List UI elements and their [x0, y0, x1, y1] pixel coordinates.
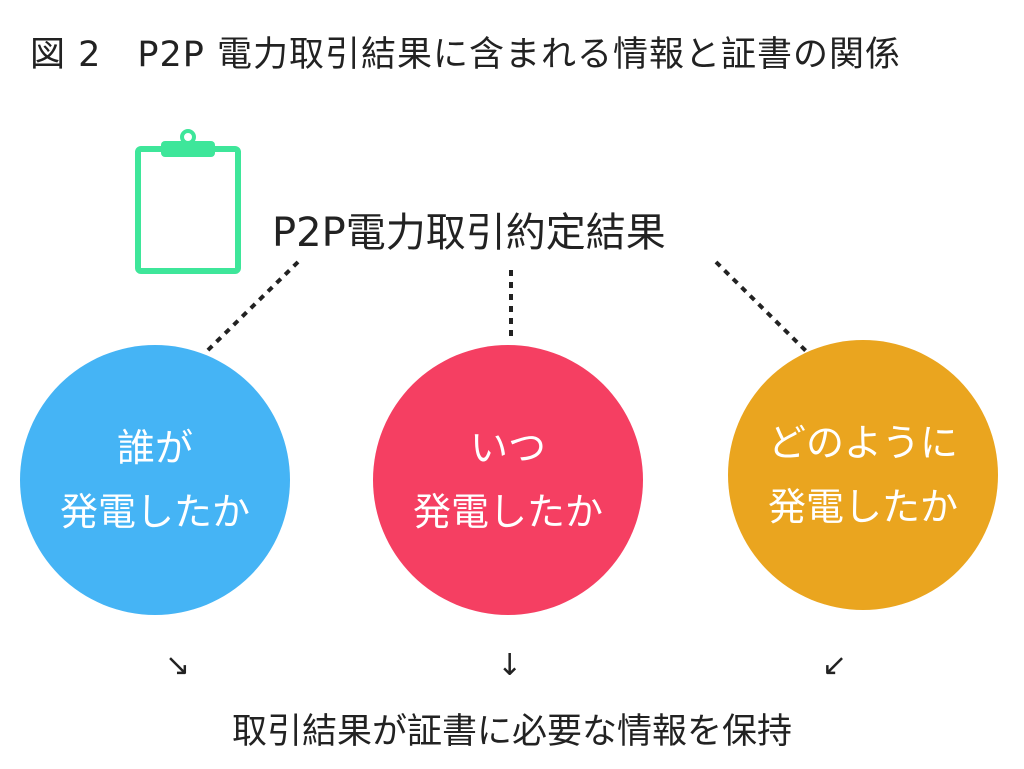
arrow-down-icon: ↓ — [497, 648, 523, 683]
circle-how-line2: 発電したか — [767, 485, 958, 529]
connector-right — [714, 260, 810, 355]
circle-how: どのように 発電したか — [728, 340, 998, 610]
circle-when-line1: いつ — [469, 426, 546, 470]
result-heading: P2P電力取引約定結果 — [272, 210, 666, 256]
circle-how-line1: どのように — [767, 421, 958, 465]
arrow-down-right-icon: ↘ — [165, 648, 191, 683]
circle-who-line2: 発電したか — [59, 490, 250, 534]
footer-caption: 取引結果が証書に必要な情報を保持 — [231, 712, 792, 752]
arrow-down-left-icon: ↙ — [822, 648, 848, 683]
circle-when: いつ 発電したか — [373, 345, 643, 615]
circle-who-line1: 誰が — [116, 426, 193, 470]
connector-left — [203, 260, 300, 355]
circle-who: 誰が 発電したか — [20, 345, 290, 615]
figure-title: 図 2 P2P 電力取引結果に含まれる情報と証書の関係 — [30, 35, 902, 75]
clipboard-icon — [135, 129, 241, 274]
circle-when-line2: 発電したか — [412, 490, 603, 534]
